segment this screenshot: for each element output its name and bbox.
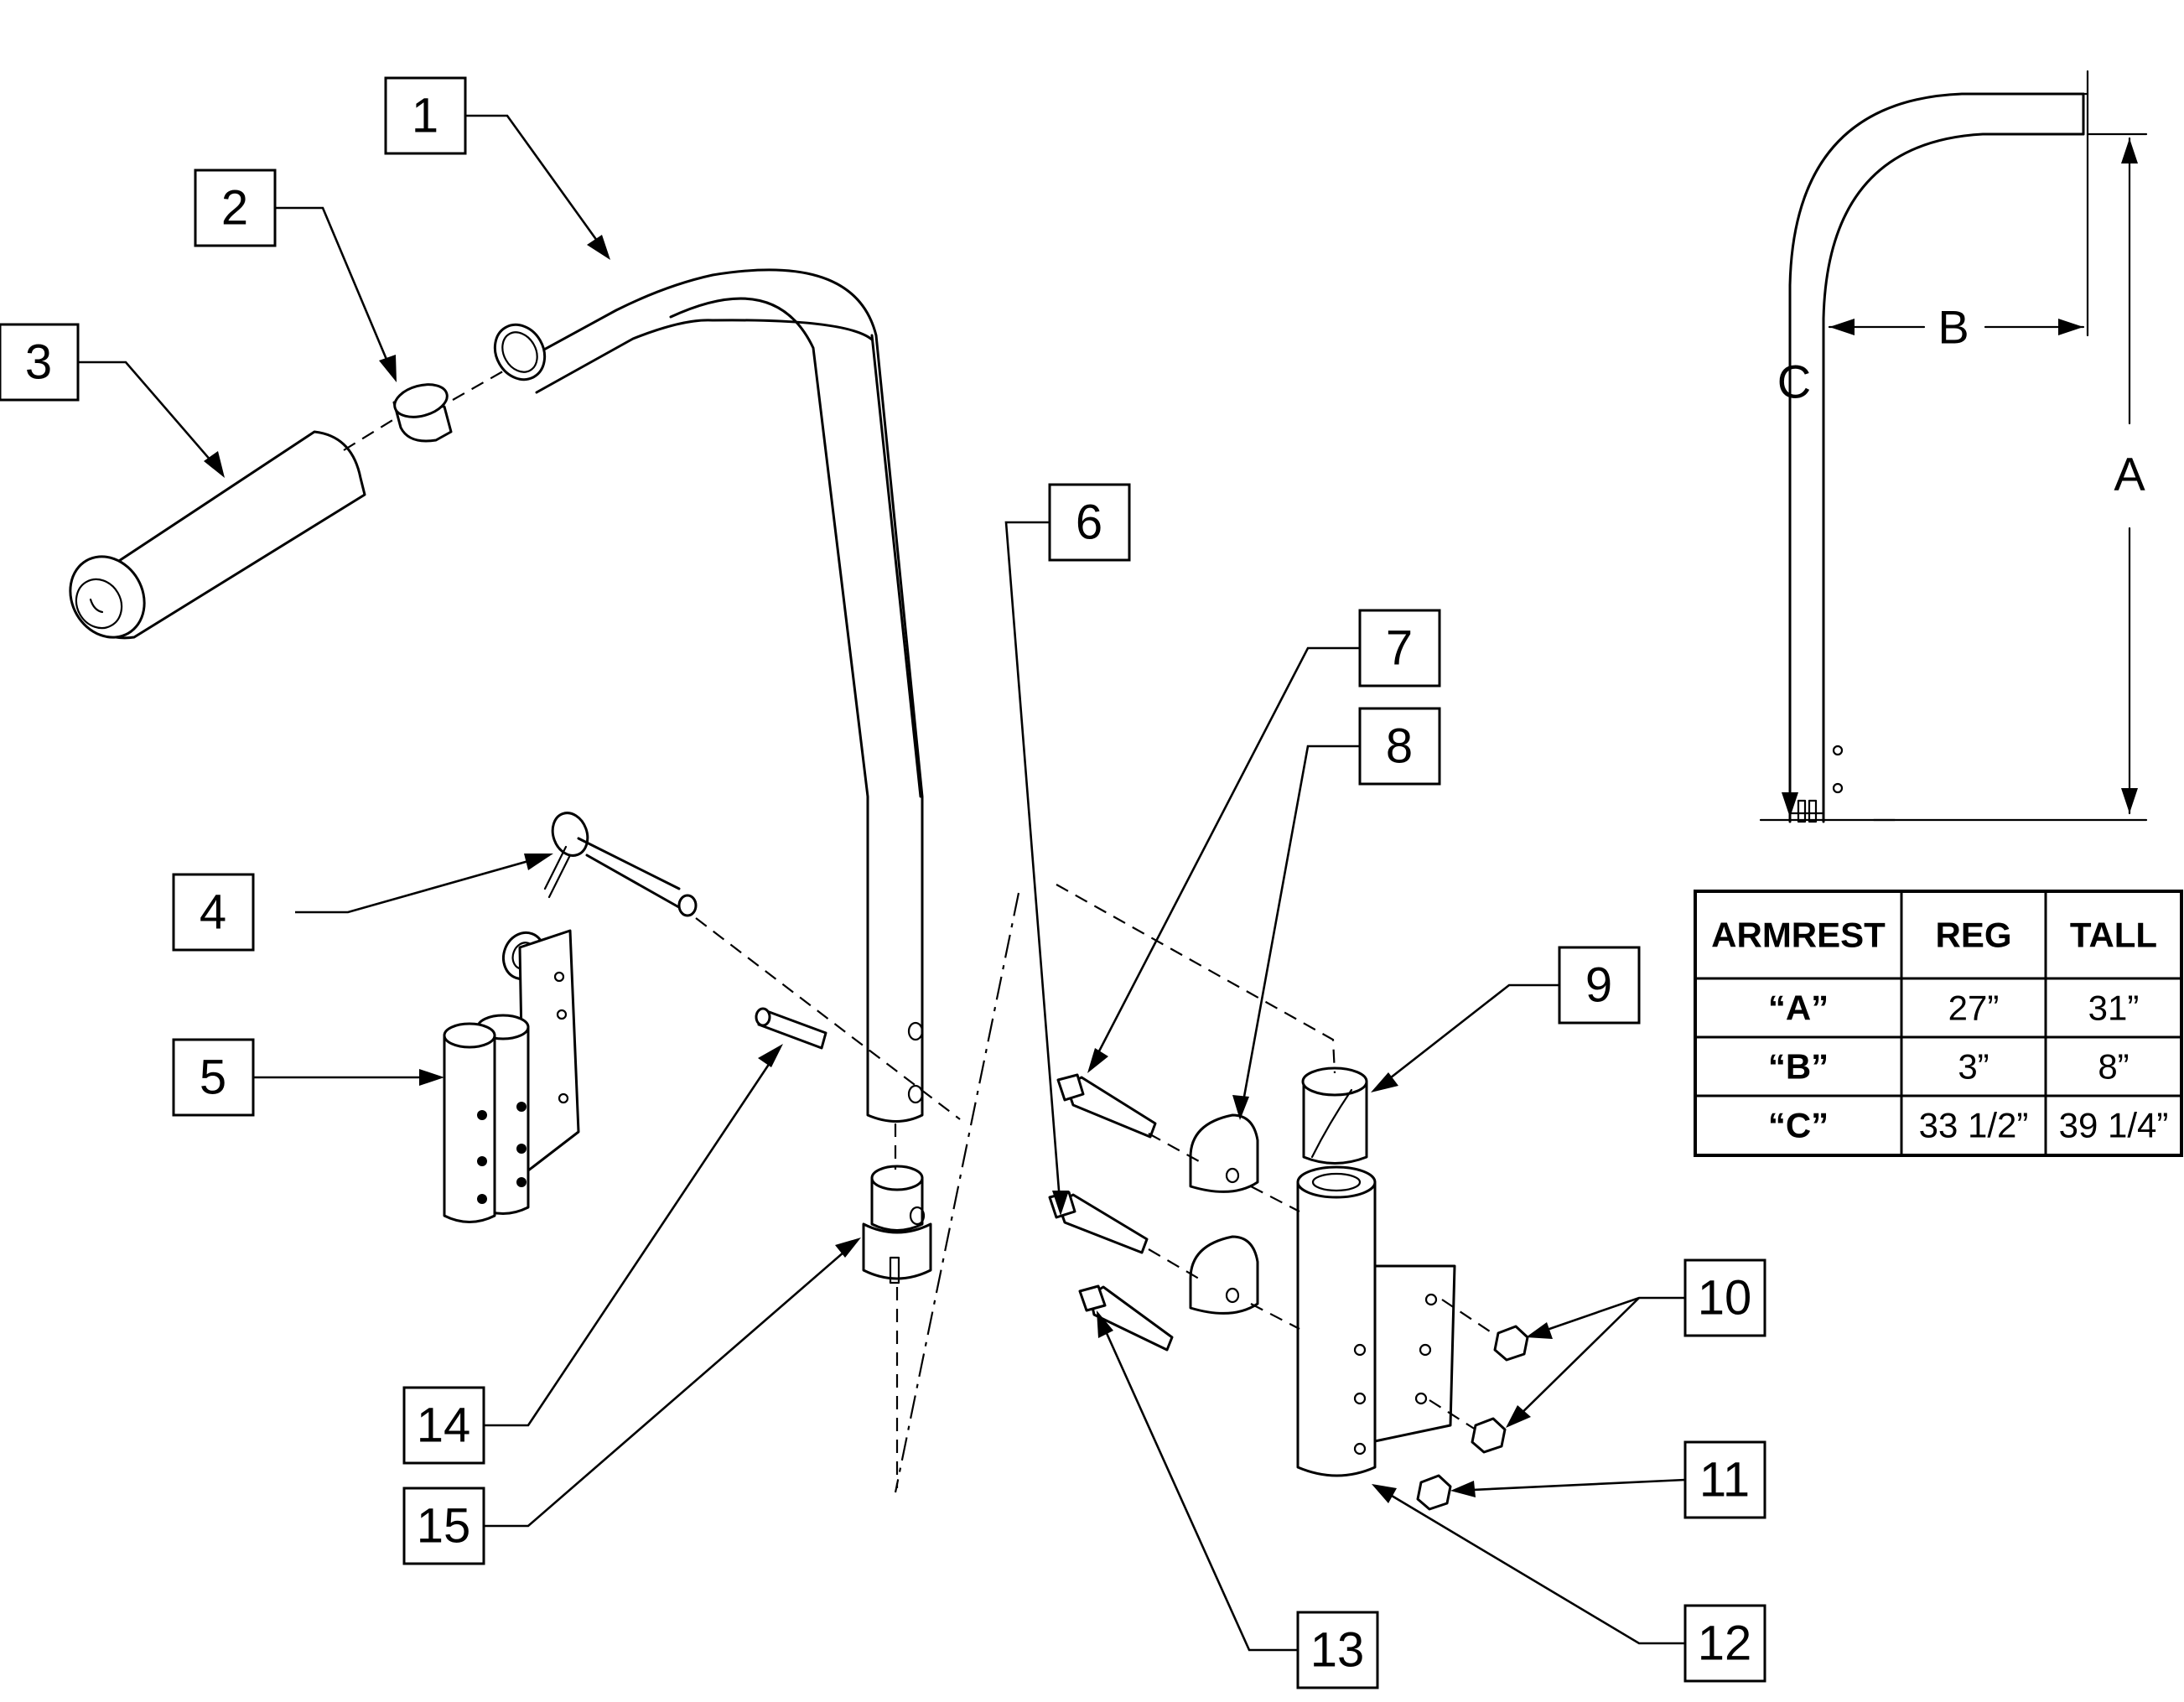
callout-9: 9 — [1558, 946, 1641, 1025]
part-15-socket — [862, 1165, 932, 1284]
callout-6: 6 — [1048, 483, 1131, 562]
table-row-c-label: “C” — [1768, 1106, 1829, 1145]
dimension-a-label: A — [2114, 448, 2145, 501]
dimension-lines — [1759, 70, 2148, 822]
callout-1-label: 1 — [412, 89, 438, 143]
table-row-a-label: “A” — [1768, 989, 1829, 1028]
part-5-receiver-assembly — [443, 929, 580, 1223]
callout-11-label: 11 — [1699, 1453, 1750, 1507]
part-9-bushing — [1301, 1066, 1368, 1165]
table-row-b-tall: 8” — [2098, 1047, 2129, 1087]
callout-6-label: 6 — [1076, 496, 1102, 550]
callout-10-label: 10 — [1698, 1271, 1752, 1326]
callout-2: 2 — [194, 169, 277, 247]
callout-4-label: 4 — [200, 885, 226, 940]
callout-3: 3 — [0, 323, 80, 402]
table-row-a-reg: 27” — [1948, 989, 2000, 1028]
part-2-end-plug — [392, 383, 453, 443]
callout-3-label: 3 — [25, 335, 52, 390]
callout-1: 1 — [384, 76, 467, 155]
callout-15-label: 15 — [417, 1499, 471, 1554]
callout-8: 8 — [1358, 707, 1441, 786]
part-8-spacers — [1189, 1113, 1259, 1315]
part-7-bolts — [1048, 1073, 1157, 1254]
part-14-roll-pin — [755, 1007, 827, 1050]
callout-5: 5 — [172, 1038, 255, 1117]
callout-leaders — [78, 114, 1686, 1652]
callout-14: 14 — [402, 1386, 485, 1465]
callout-13: 13 — [1296, 1611, 1379, 1689]
callout-4: 4 — [172, 873, 255, 952]
armrest-side-view — [1788, 92, 2085, 823]
part-12-receiver — [1296, 1165, 1456, 1477]
callout-7: 7 — [1358, 609, 1441, 688]
callout-13-label: 13 — [1310, 1623, 1365, 1678]
dimension-c-label: C — [1777, 355, 1811, 408]
table-header-armrest: ARMREST — [1711, 916, 1886, 955]
callout-2-label: 2 — [221, 181, 248, 236]
table-row-c-tall: 39 1/4” — [2059, 1106, 2169, 1145]
dimension-b-label: B — [1938, 301, 1969, 354]
callout-7-label: 7 — [1386, 621, 1413, 676]
center-lines — [343, 368, 1493, 1493]
callout-8-label: 8 — [1386, 719, 1413, 774]
callout-5-label: 5 — [200, 1051, 226, 1105]
table-header-tall: TALL — [2070, 916, 2157, 955]
part-10-nuts — [1471, 1325, 1529, 1454]
part-1-armrest-tube — [493, 268, 924, 1123]
callout-11: 11 — [1683, 1440, 1766, 1519]
callout-15: 15 — [402, 1487, 485, 1565]
table-header-reg: REG — [1935, 916, 2011, 955]
callout-10: 10 — [1683, 1258, 1766, 1337]
callout-9-label: 9 — [1585, 958, 1612, 1013]
part-11-nut — [1416, 1474, 1452, 1511]
callout-12: 12 — [1683, 1604, 1766, 1683]
part-3-foam-grip — [69, 430, 366, 640]
table-row-b-reg: 3” — [1958, 1047, 1989, 1087]
table-row-c-reg: 33 1/2” — [1919, 1106, 2029, 1145]
table-row-b-label: “B” — [1768, 1047, 1829, 1087]
table-row-a-tall: 31” — [2088, 989, 2140, 1028]
callout-12-label: 12 — [1698, 1616, 1752, 1671]
armrest-dimension-table — [1694, 890, 2183, 1157]
part-13-bolt — [1078, 1284, 1174, 1352]
callout-14-label: 14 — [417, 1398, 471, 1453]
